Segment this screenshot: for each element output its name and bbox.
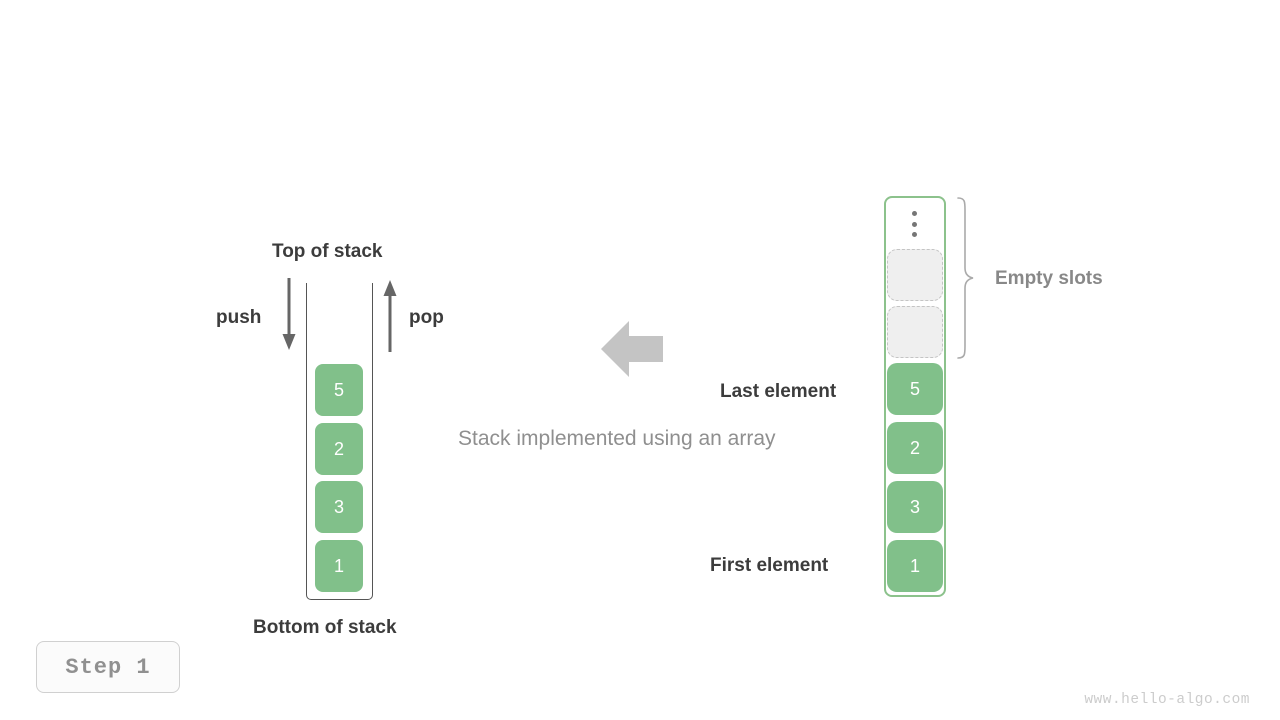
step-badge: Step 1 (36, 641, 180, 693)
stack-cell: 1 (315, 540, 363, 592)
first-element-label: First element (710, 555, 829, 576)
bottom-of-stack-label: Bottom of stack (253, 617, 397, 638)
array-cell: 2 (887, 422, 943, 474)
array-container (884, 196, 946, 597)
stack-cell: 5 (315, 364, 363, 416)
empty-slots-label: Empty slots (995, 268, 1103, 289)
center-caption: Stack implemented using an array (458, 427, 776, 450)
watermark: www.hello-algo.com (1084, 692, 1250, 708)
array-cell: 3 (887, 481, 943, 533)
stack-cell: 3 (315, 481, 363, 533)
empty-slot (887, 249, 943, 301)
array-cell: 1 (887, 540, 943, 592)
stack-container (306, 283, 373, 600)
vertical-ellipsis-icon (910, 211, 918, 237)
array-cell: 5 (887, 363, 943, 415)
stack-cell: 2 (315, 423, 363, 475)
empty-slots-brace-icon (957, 197, 974, 359)
left-arrow-icon (601, 321, 663, 377)
top-of-stack-label: Top of stack (272, 241, 383, 262)
pop-arrow-icon (383, 280, 397, 352)
pop-label: pop (409, 307, 444, 328)
last-element-label: Last element (720, 381, 837, 402)
push-label: push (216, 307, 262, 328)
empty-slot (887, 306, 943, 358)
push-arrow-icon (282, 278, 296, 350)
